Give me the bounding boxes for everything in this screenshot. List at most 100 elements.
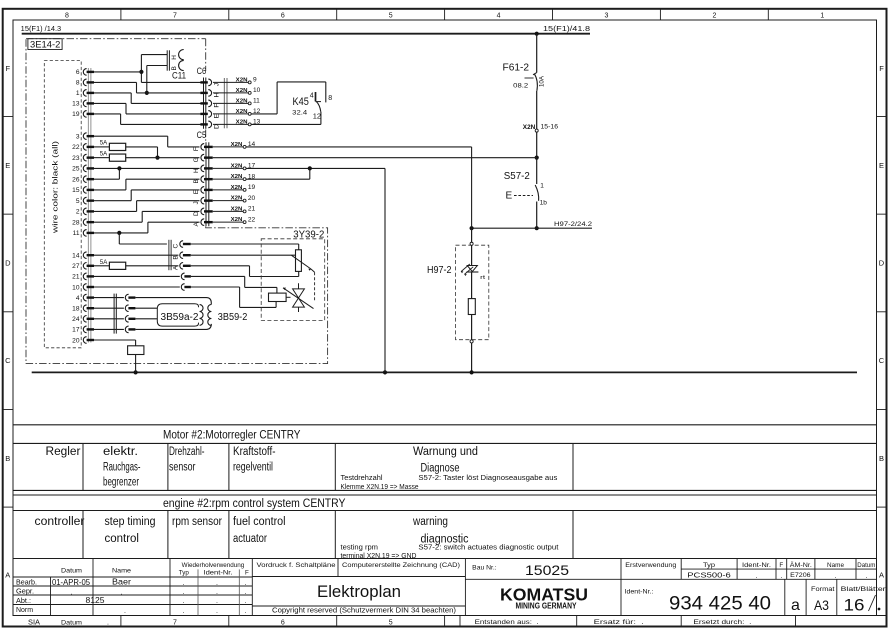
svg-text:.: . (216, 580, 218, 587)
svg-text:4: 4 (497, 12, 501, 19)
svg-text:regelventil: regelventil (233, 462, 273, 474)
svg-text:Computererstellte Zeichnung (C: Computererstellte Zeichnung (CAD) (342, 562, 460, 569)
svg-text:6: 6 (281, 619, 285, 626)
svg-text:X2N: X2N (236, 119, 248, 125)
svg-text:8: 8 (328, 95, 332, 102)
svg-text:Ident-Nr.: Ident-Nr. (204, 569, 233, 576)
svg-text:A: A (5, 571, 10, 580)
svg-text:E7206: E7206 (790, 573, 811, 579)
svg-text:controller: controller (35, 516, 85, 528)
svg-text:3Y39-2: 3Y39-2 (293, 229, 324, 240)
svg-text:5: 5 (389, 619, 393, 626)
svg-text:A: A (193, 222, 200, 227)
svg-text:2: 2 (76, 209, 80, 216)
svg-text:E: E (213, 113, 220, 118)
svg-text:15(F1) /14.3: 15(F1) /14.3 (21, 26, 62, 33)
svg-text:23: 23 (72, 155, 80, 162)
svg-text:X2N: X2N (236, 109, 248, 115)
svg-text:Copyright reserved (Schutzverm: Copyright reserved (Schutzvermerk DIN 34… (272, 608, 456, 615)
svg-text:Warnung und: Warnung und (413, 446, 478, 458)
svg-text:C5: C5 (197, 130, 207, 140)
svg-text:actuator: actuator (233, 533, 267, 545)
svg-text:step timing: step timing (105, 516, 156, 528)
svg-text:Datum: Datum (61, 620, 82, 627)
svg-text:6: 6 (76, 69, 80, 76)
svg-text:Name: Name (112, 568, 131, 575)
svg-text:rpm sensor: rpm sensor (172, 516, 222, 528)
svg-text:8: 8 (65, 12, 69, 19)
svg-text:wire color: black (all): wire color: black (all) (53, 141, 60, 234)
svg-text:.: . (183, 608, 185, 615)
svg-text:15025: 15025 (525, 562, 569, 578)
svg-text:ÄM-Nr.: ÄM-Nr. (790, 562, 812, 569)
svg-text:X2N: X2N (523, 125, 536, 131)
svg-text:Blatt/Blätter: Blatt/Blätter (841, 586, 887, 593)
svg-text:A: A (172, 265, 179, 270)
svg-text:9: 9 (253, 77, 257, 84)
svg-text:20: 20 (248, 195, 256, 202)
svg-text:X2N: X2N (231, 185, 243, 191)
svg-text:3: 3 (605, 12, 609, 19)
svg-text:H: H (193, 168, 200, 173)
svg-text:D: D (213, 124, 220, 129)
svg-text:11: 11 (253, 98, 260, 105)
svg-text:.: . (124, 608, 126, 615)
svg-text:3E14-2: 3E14-2 (30, 40, 60, 50)
svg-text:.: . (245, 608, 247, 615)
svg-text:.: . (183, 598, 185, 605)
svg-text:J: J (213, 83, 220, 86)
svg-text:5A: 5A (100, 259, 108, 266)
svg-text:.: . (183, 589, 185, 596)
svg-text:1: 1 (76, 90, 80, 97)
svg-text:13: 13 (253, 119, 261, 126)
svg-text:B: B (171, 66, 178, 70)
svg-text:.: . (865, 573, 867, 580)
svg-text:a: a (791, 597, 800, 614)
svg-text:Abt.:: Abt.: (16, 598, 31, 605)
svg-text:F: F (213, 104, 220, 108)
svg-text:5A: 5A (100, 140, 108, 147)
svg-text:SIA: SIA (28, 620, 40, 627)
svg-text:14: 14 (248, 141, 256, 148)
svg-text:F: F (879, 64, 884, 73)
svg-text:.: . (121, 590, 123, 597)
svg-text:7: 7 (173, 12, 177, 19)
svg-text:10: 10 (72, 284, 80, 291)
svg-text:21: 21 (72, 274, 80, 281)
svg-text:27: 27 (72, 263, 80, 270)
svg-text:.: . (216, 598, 218, 605)
svg-text:Bearb.: Bearb. (16, 580, 37, 587)
svg-text:elektr.: elektr. (103, 446, 138, 458)
svg-text:01-APR-05: 01-APR-05 (52, 578, 91, 587)
svg-text:KOMATSU: KOMATSU (500, 585, 588, 605)
svg-text:12: 12 (313, 111, 321, 120)
svg-text:.: . (183, 580, 185, 587)
svg-text:S57-2: switch actuates diagnos: S57-2: switch actuates diagnostic output (418, 545, 558, 552)
svg-text:20: 20 (72, 337, 80, 344)
svg-text:.: . (245, 580, 247, 587)
svg-text:17: 17 (72, 327, 80, 334)
svg-text:begrenzer: begrenzer (103, 477, 139, 489)
svg-text:B: B (879, 454, 884, 463)
svg-text:Datum: Datum (857, 562, 875, 569)
svg-text:5: 5 (76, 198, 80, 205)
svg-text:24: 24 (72, 316, 80, 323)
svg-text:X2N: X2N (231, 163, 243, 169)
svg-text:Bau Nr.:: Bau Nr.: (472, 565, 497, 572)
svg-text:engine #2:rpm control system C: engine #2:rpm control system CENTRY (163, 498, 346, 510)
svg-text:Diagnose: Diagnose (421, 463, 460, 475)
svg-text:10: 10 (253, 87, 261, 94)
svg-text:18: 18 (72, 306, 80, 313)
svg-text:Wiederholverwendung: Wiederholverwendung (182, 562, 245, 569)
svg-text:control: control (105, 533, 140, 545)
svg-text:C: C (879, 356, 885, 365)
svg-text:Entstanden aus: .: Entstanden aus: . (475, 619, 539, 626)
svg-text:Klemme X2N.19 => Masse: Klemme X2N.19 => Masse (341, 484, 419, 491)
svg-text:1: 1 (820, 12, 824, 19)
svg-text:1: 1 (540, 183, 544, 190)
svg-text:C11: C11 (172, 71, 186, 81)
svg-text:934 425 40: 934 425 40 (669, 594, 771, 615)
svg-text:Motor #2:Motorregler CENTRY: Motor #2:Motorregler CENTRY (163, 429, 301, 441)
svg-text:E: E (5, 161, 10, 170)
svg-text:H97-2/24.2: H97-2/24.2 (554, 222, 593, 228)
